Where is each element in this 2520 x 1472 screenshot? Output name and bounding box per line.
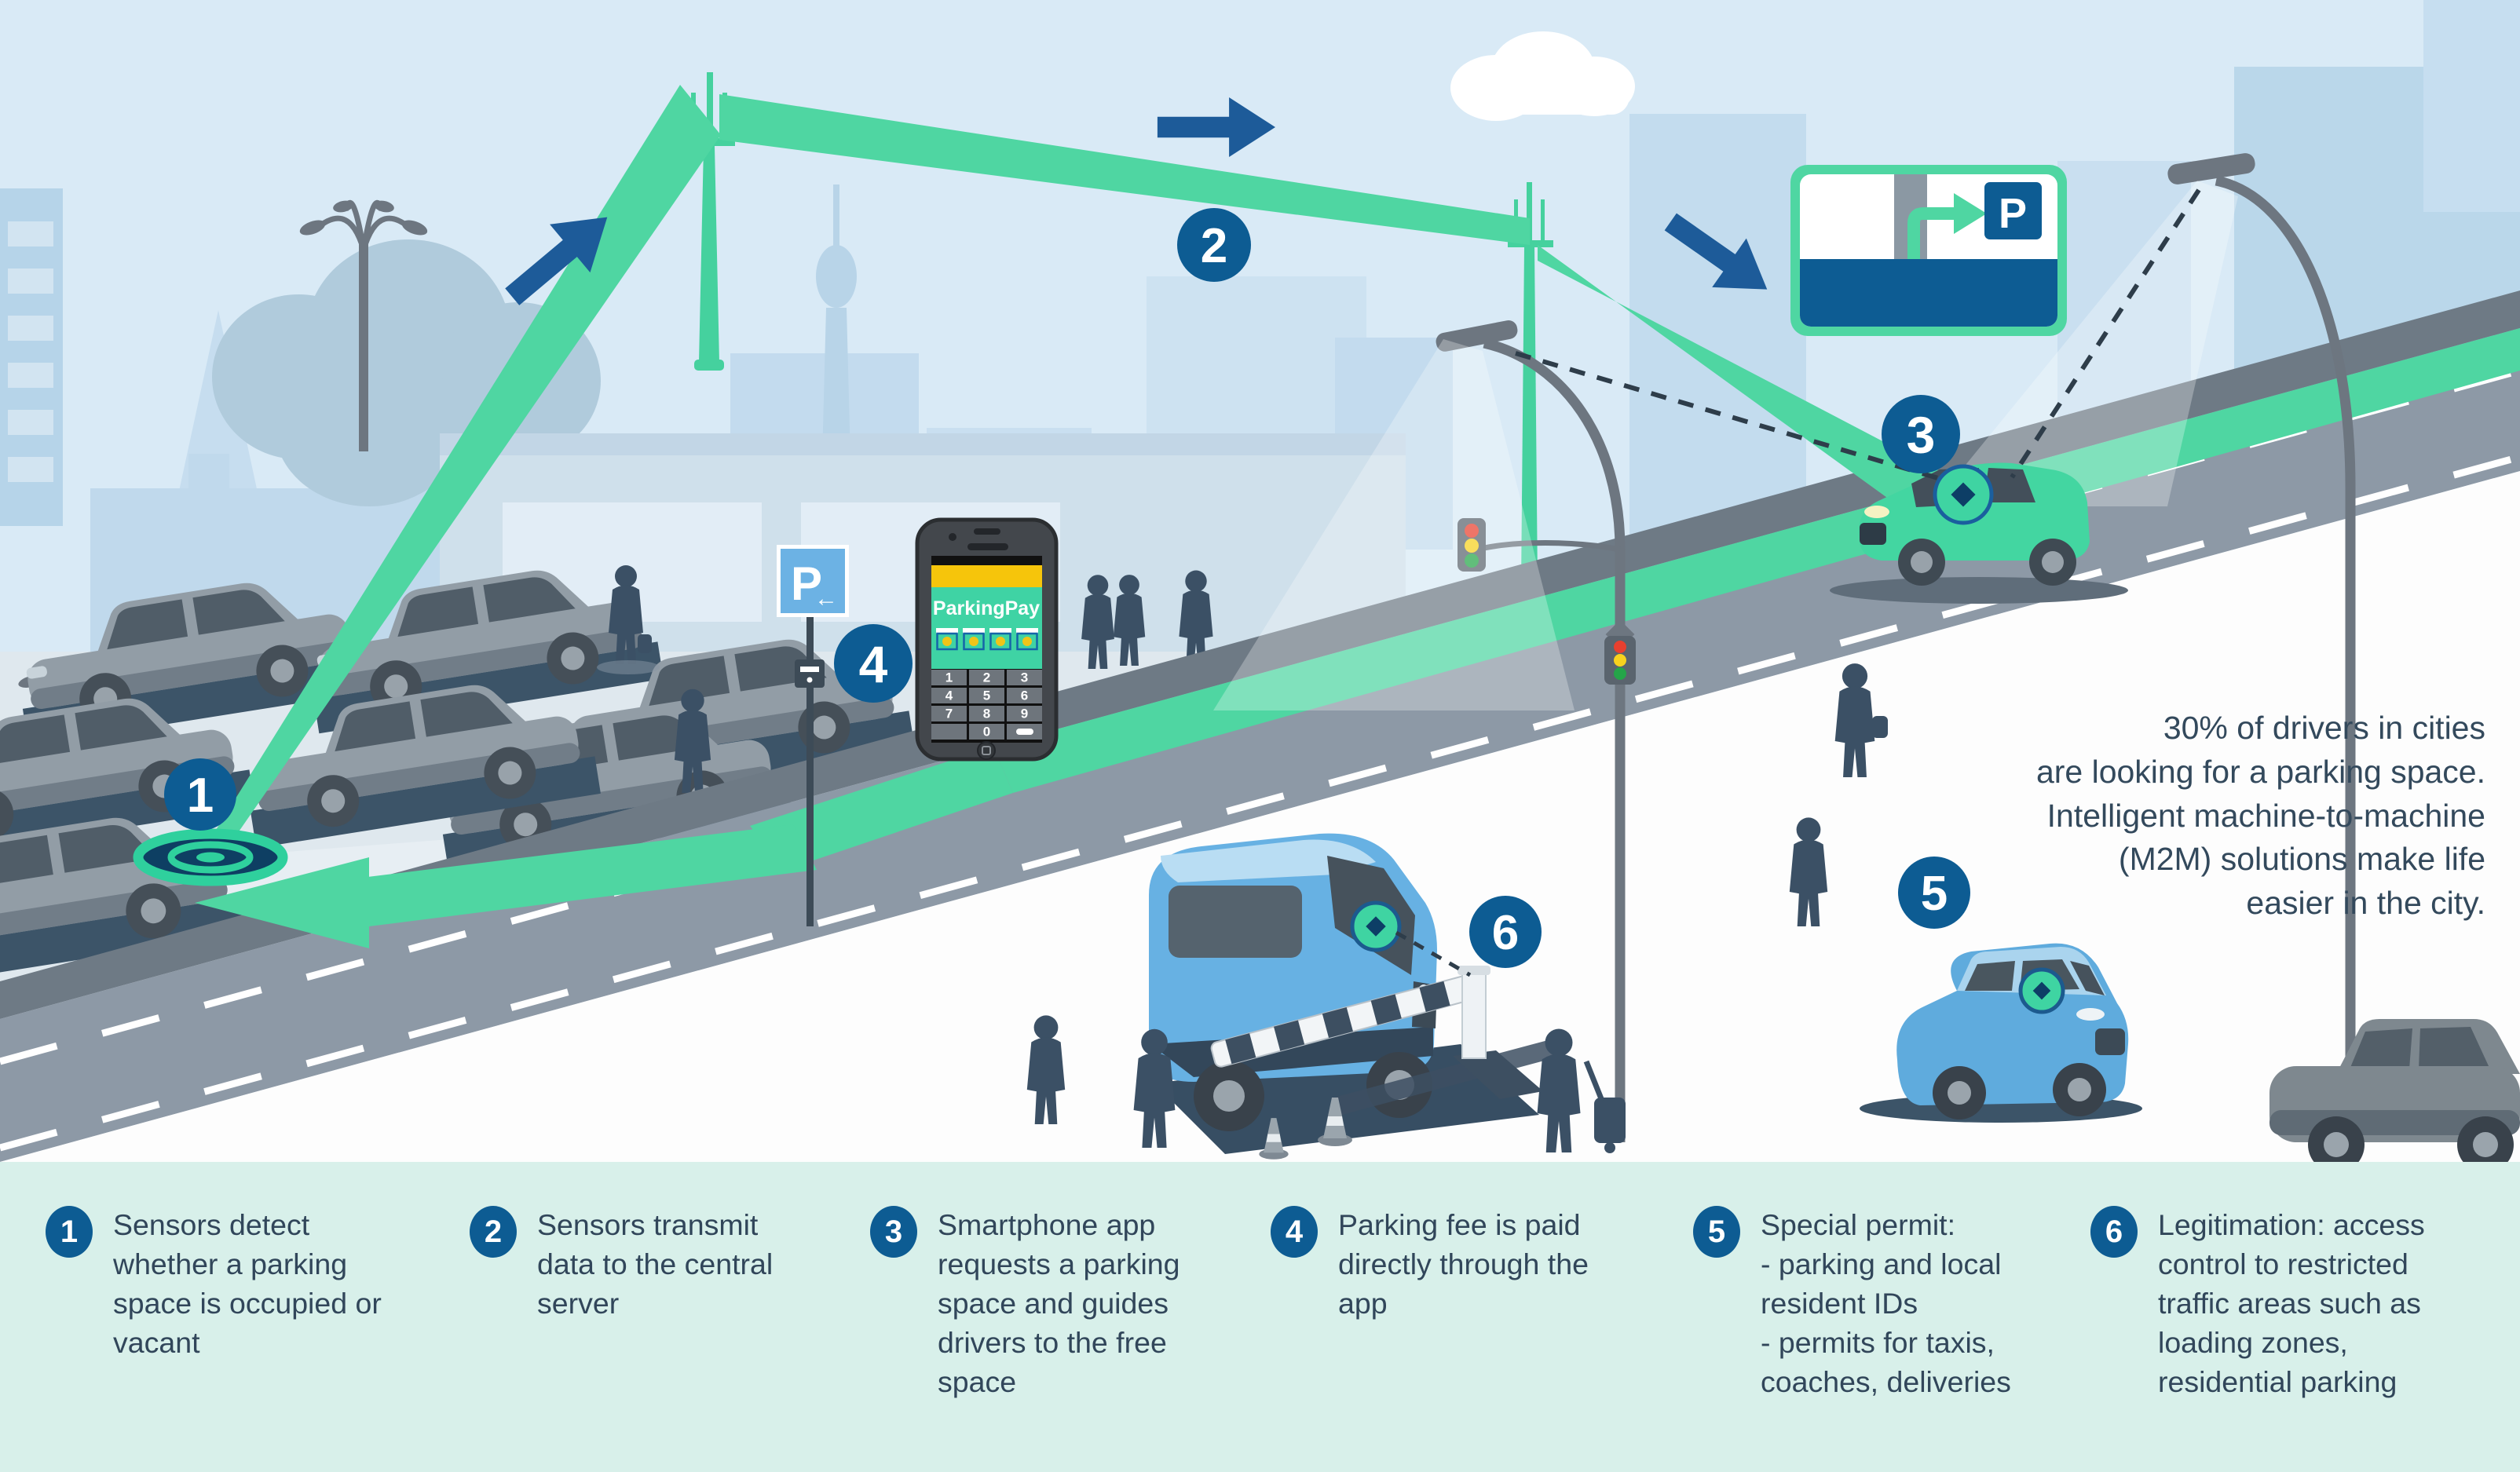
beam-tower-to-car [1538,245,1940,512]
parking-sign-p: P [791,557,822,610]
lane-marking [0,453,2520,1152]
badge-1 [164,758,236,831]
legend-item-1: 1 Sensors detect whether a parking space… [46,1206,388,1363]
wagon-device [2018,967,2065,1014]
phone-keypad: 1 2 3 4 5 6 7 8 9 0 [931,670,1042,740]
step-badges: 1 2 3 4 5 6 [164,208,1970,968]
phone-camera-icon [949,533,956,541]
traffic-light [1458,518,1486,572]
legend-text-3: Smartphone app requests a parking space … [938,1208,1180,1398]
stat-line: (M2M) solutions make life [2118,841,2485,878]
light-cones [1213,181,2238,710]
legend-item-4: 4 Parking fee is paid directly through t… [1271,1206,1601,1324]
legend-text-4: Parking fee is paid directly through the… [1338,1208,1589,1320]
badge-1-number: 1 [187,769,214,823]
parking-sign: P ← [777,545,849,926]
cloud [1450,31,1635,121]
phone-speaker-icon [967,543,1008,550]
stat-text: 30% of drivers in cities are looking for… [1798,707,2485,926]
beam-tower-to-tower [719,94,1530,245]
suitcase [1583,1060,1626,1153]
legend-badge-1: 1 [46,1206,93,1258]
blue-wagon [1860,943,2142,1123]
badge-2-number: 2 [1201,219,1227,273]
guidance-arrow-head [195,857,369,948]
phone-app-title: ParkingPay [933,597,1040,619]
legend: 1 Sensors detect whether a parking space… [0,1162,2520,1472]
legend-badge-6-number: 6 [2105,1214,2123,1249]
legend-badge-2: 2 [470,1206,517,1258]
stat-line: Intelligent machine-to-machine [2046,797,2485,834]
stat-line: are looking for a parking space. [2035,753,2485,790]
pedestrians-lower [1026,663,1888,1153]
beam-sensor-to-tower [206,85,721,859]
badge-4-number: 4 [859,635,888,693]
legend-badge-1-number: 1 [60,1214,79,1249]
badge-6-number: 6 [1492,906,1519,960]
phone-key-6: 6 [1021,689,1028,703]
legend-text-6: Legitimation: access control to restrict… [2158,1208,2425,1398]
legend-item-5: 5 Special permit: - parking and local re… [1693,1206,2039,1401]
phone-key-0: 0 [983,725,990,740]
barrier-gate [1210,930,1564,1116]
traffic-light [1604,636,1636,685]
signal-beams [206,85,1940,859]
smartphone: ParkingPay 1 2 3 4 5 6 7 8 9 0 [915,517,1059,762]
badge-2 [1177,208,1251,282]
street-lamp-right [2167,153,2356,1123]
legend-badge-4: 4 [1271,1206,1318,1258]
lower-sidewalk [0,471,2520,1162]
detection-dashes [1515,188,2201,483]
legend-badge-3-number: 3 [884,1214,903,1249]
legend-text-2: Sensors transmit data to the central ser… [537,1208,774,1320]
legend-badge-5-number: 5 [1707,1214,1726,1249]
legend-badge-2-number: 2 [484,1214,503,1249]
badge-5 [1898,857,1970,929]
parking-sensor [133,828,288,886]
guidance-path [195,328,2520,948]
legend-badge-5: 5 [1693,1206,1740,1258]
phone-key-1: 1 [945,670,953,685]
stat-line: easier in the city. [2246,885,2485,921]
badge-6 [1469,896,1542,968]
legend-item-6: 6 Legitimation: access control to restri… [2090,1206,2452,1401]
legend-item-3: 3 Smartphone app requests a parking spac… [870,1206,1201,1401]
legend-badge-6: 6 [2090,1206,2138,1258]
phone-meter-icons [936,628,1038,651]
legend-text-5: Special permit: - parking and local resi… [1761,1208,2011,1398]
phone-key-4: 4 [945,689,953,703]
legend-item-2: 2 Sensors transmit data to the central s… [470,1206,796,1324]
pedestrians-upper [597,565,1213,793]
van-device [1350,900,1402,952]
badge-3-number: 3 [1907,406,1936,464]
street-lamp-left [299,199,428,451]
legend-badge-3: 3 [870,1206,917,1258]
badge-5-number: 5 [1921,867,1948,921]
legend-text-1: Sensors detect whether a parking space i… [113,1208,382,1359]
phone-home-button [977,741,996,760]
parking-sign-arrow-icon: ← [814,586,838,612]
car-device [1933,464,1994,525]
stat-line: 30% of drivers in cities [2163,710,2485,746]
trees [212,239,601,506]
phone-key-7: 7 [945,707,953,721]
badge-4 [834,624,913,703]
phone-key-9: 9 [1021,707,1028,721]
badge-3 [1882,395,1960,473]
direction-sign: P [1790,165,2067,336]
phone-key-3: 3 [1021,670,1028,685]
direction-sign-p: P [1999,190,2027,237]
phone-key-5: 5 [983,689,990,703]
legend-badge-4-number: 4 [1285,1214,1304,1249]
backspace-icon [1016,729,1033,735]
phone-key-8: 8 [983,707,990,721]
phone-key-2: 2 [983,670,990,685]
